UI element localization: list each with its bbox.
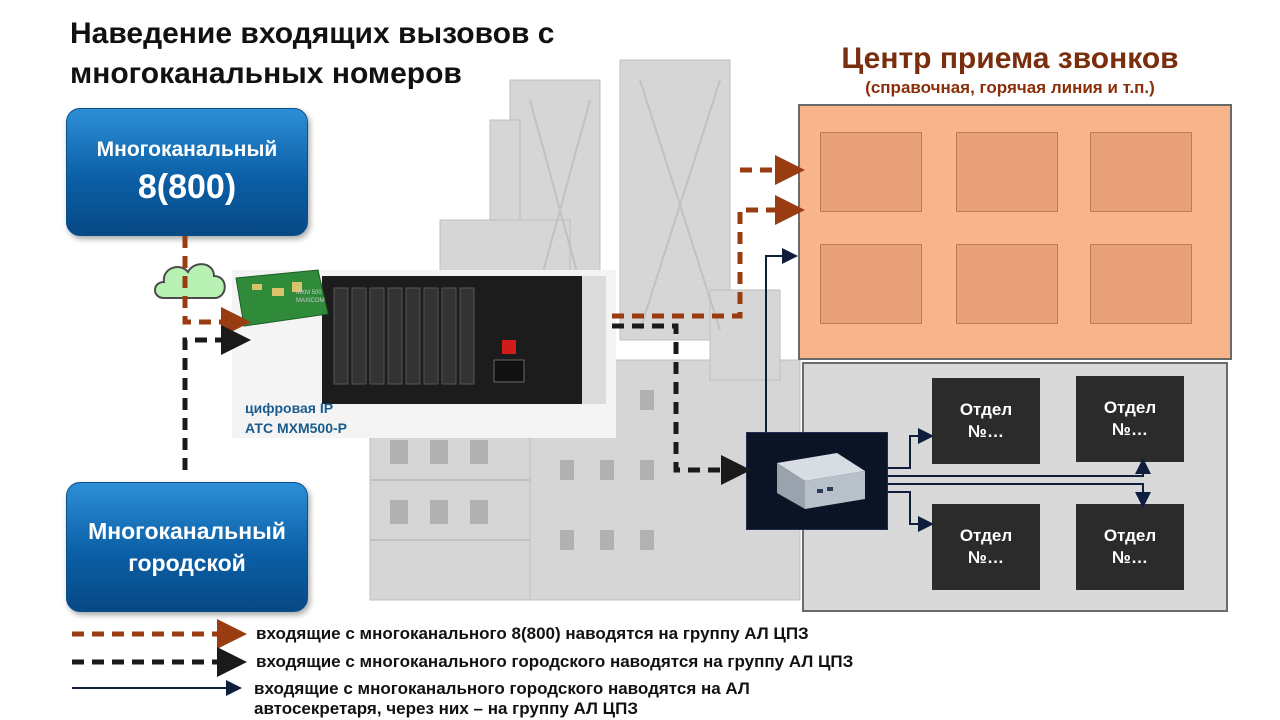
router-icon [746, 432, 888, 530]
legend-item-attendant-line2: автосекретаря, через них – на группу АЛ … [254, 699, 638, 718]
city-number-box: Многоканальный городской [66, 482, 308, 612]
route-toll-free-to-center [612, 195, 805, 319]
route-router-to-dept2 [886, 458, 1151, 477]
route-router-to-dept3 [886, 483, 1151, 508]
city-label-line1: Многоканальный [88, 518, 286, 544]
route-city-to-router [612, 323, 751, 485]
pbx-brand-line1: MXM 500 [296, 290, 322, 296]
department-number: №… [1112, 548, 1148, 567]
route-router-to-dept4 [886, 491, 934, 532]
desk-phone-icon [1090, 244, 1192, 324]
page-title-line2: многоканальных номеров [70, 57, 462, 90]
toll-free-label: Многоканальный [96, 137, 278, 161]
legend-item-city: входящие с многоканального городского на… [256, 652, 854, 671]
toll-free-number: 8(800) [137, 167, 237, 206]
pbx-brand-plate: MXM 500 MAXICOM [296, 290, 325, 304]
legend-item-attendant: входящие с многоканального городского на… [254, 679, 750, 719]
department-label: Отдел [1103, 398, 1157, 417]
page-title: Наведение входящих вызовов с многоканаль… [70, 14, 710, 94]
legend-item-toll-free: входящие с многоканального 8(800) наводя… [256, 624, 809, 643]
department-label: Отдел [959, 526, 1013, 545]
department-label: Отдел [1103, 526, 1157, 545]
department-box: Отдел №… [932, 378, 1040, 464]
pbx-caption: цифровая IP АТС MXM500-P [245, 398, 347, 438]
pbx-caption-line2: АТС MXM500-P [245, 420, 347, 436]
call-center-panel [798, 104, 1232, 360]
route-attendant-to-center [765, 248, 798, 432]
department-box: Отдел №… [1076, 376, 1184, 462]
department-box: Отдел №… [932, 504, 1040, 590]
department-number: №… [1112, 420, 1148, 439]
desk-phone-icon [820, 132, 922, 212]
route-toll-free [182, 236, 251, 337]
cloud-icon [154, 263, 226, 299]
desk-phone-icon [956, 132, 1058, 212]
desk-phone-icon [956, 244, 1058, 324]
department-label: Отдел [959, 400, 1013, 419]
toll-free-number-box: Многоканальный 8(800) [66, 108, 308, 236]
route-router-to-dept1 [886, 428, 934, 469]
desk-phone-icon [1090, 132, 1192, 212]
page-title-line1: Наведение входящих вызовов с [70, 17, 555, 50]
pbx-brand-line2: MAXICOM [296, 298, 325, 304]
department-number: №… [968, 422, 1004, 441]
call-center-subtitle: (справочная, горячая линия и т.п.) [865, 78, 1155, 97]
pbx-caption-line1: цифровая IP [245, 400, 334, 416]
call-center-title: Центр приема звонков [841, 42, 1179, 75]
route-city [182, 325, 251, 470]
department-number: №… [968, 548, 1004, 567]
department-box: Отдел №… [1076, 504, 1184, 590]
city-label-line2: городской [128, 550, 246, 576]
desk-phone-icon [820, 244, 922, 324]
legend-item-attendant-line1: входящие с многоканального городского на… [254, 679, 750, 698]
pbx-rack-icon [232, 269, 616, 438]
